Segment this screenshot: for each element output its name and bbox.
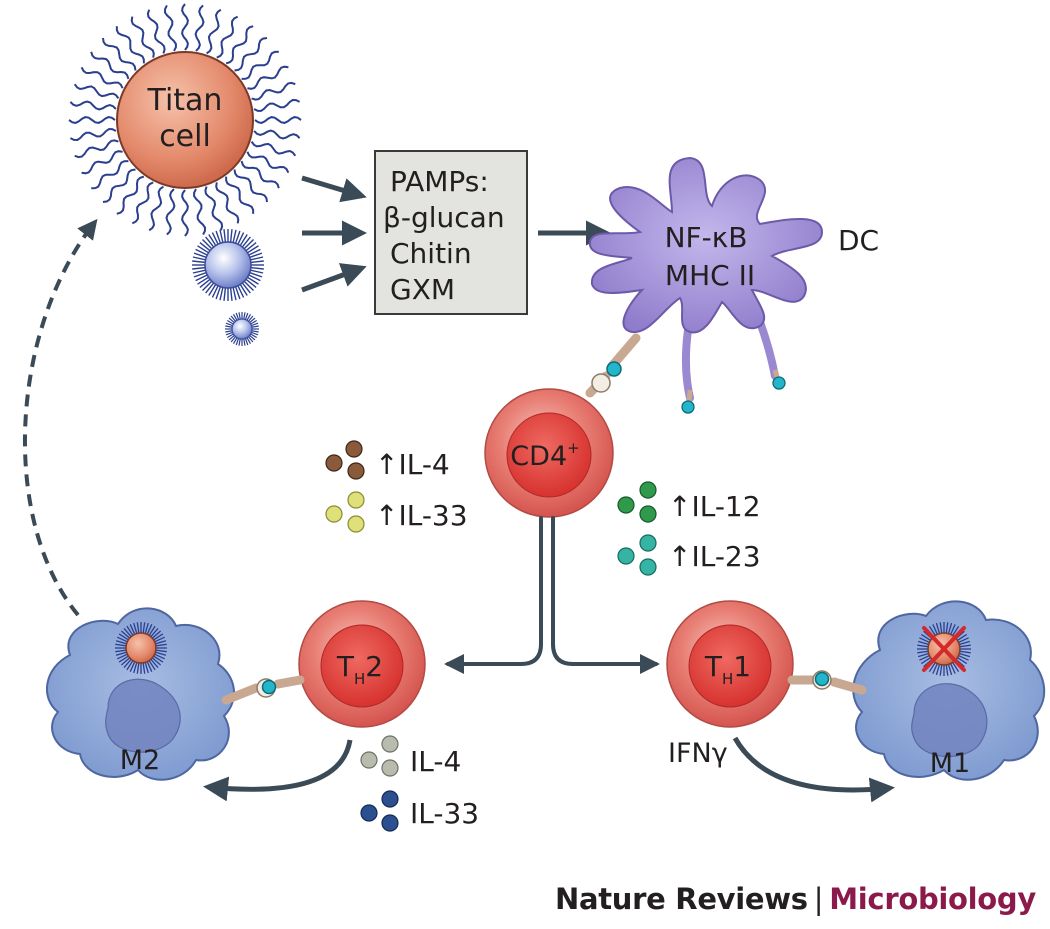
cytokine-label-il12-up: ↑IL-12	[668, 490, 761, 523]
small-cryptococcus	[225, 312, 259, 346]
cytokine-label-il33: IL-33	[410, 797, 479, 830]
cd4-label: CD4+	[510, 439, 579, 472]
arrows-to-pamps	[301, 175, 367, 293]
th2-m2-synapse	[221, 675, 305, 705]
cytokine-label-il4: IL-4	[410, 745, 461, 778]
cytokine-cluster-il4-up	[325, 440, 365, 480]
th1-m1-synapse	[787, 670, 867, 695]
journal-name: Nature Reviews	[554, 882, 808, 916]
cytokine-label-il23-up: ↑IL-23	[668, 540, 761, 573]
dc-cd4-synapse	[585, 333, 641, 398]
cytokine-label-il4-up: ↑IL-4	[375, 448, 450, 481]
titan-cell: Titan cell	[68, 3, 302, 237]
cytokine-cluster-il12-up	[617, 481, 657, 523]
pamps-item-chitin: Chitin	[390, 237, 472, 270]
pamps-item-beta-glucan: β-glucan	[383, 201, 505, 234]
dc-nfkb-label: NF-κB	[665, 221, 748, 254]
dashed-arrow-m2-to-titan	[22, 218, 98, 617]
pamps-box: PAMPs: β-glucan Chitin GXM	[374, 150, 528, 315]
m2-macrophage: M2	[45, 607, 236, 781]
th2-label: TH2	[336, 650, 383, 688]
m2-label: M2	[120, 745, 160, 776]
arrow-th2-to-m2	[203, 739, 353, 802]
cytokine-cluster-il33	[360, 790, 399, 832]
dc-label: DC	[838, 224, 879, 257]
cytokine-cluster-il4	[360, 735, 399, 777]
journal-separator: |	[813, 882, 824, 916]
titan-cell-label-2: cell	[159, 119, 211, 154]
m1-label: M1	[930, 748, 970, 779]
cytokine-cluster-il23-up	[617, 534, 657, 576]
dc-mhcii-label: MHC II	[665, 259, 755, 292]
titan-capsule	[68, 3, 302, 237]
pamps-title: PAMPs:	[390, 165, 489, 198]
differentiation-arrows	[444, 516, 660, 674]
th1-cell: TH1	[666, 600, 794, 728]
th1-label: TH1	[704, 650, 751, 688]
cytokine-cluster-il33-up	[325, 491, 365, 533]
pamps-item-gxm: GXM	[390, 273, 455, 306]
cytokine-label-il33-up: ↑IL-33	[375, 499, 468, 532]
cytokines-lower-left: IL-4 IL-33	[360, 735, 479, 832]
medium-cryptococcus	[192, 229, 264, 301]
journal-section: Microbiology	[829, 882, 1036, 916]
ifn-gamma-label: IFNγ	[668, 738, 728, 769]
m1-phagocytosed-yeast	[917, 622, 971, 676]
cytokines-upper-right: ↑IL-12 ↑IL-23	[617, 481, 761, 576]
journal-footer: Nature Reviews|Microbiology	[555, 882, 1036, 916]
arrow-th1-to-m1	[732, 736, 895, 803]
titan-cell-label-1: Titan	[147, 83, 223, 118]
cytokines-upper-left: ↑IL-4 ↑IL-33	[325, 440, 468, 533]
th2-cell: TH2	[298, 600, 426, 728]
m1-macrophage: M1	[852, 600, 1046, 781]
dendritic-cell: NF-κB MHC II DC	[585, 156, 879, 414]
m2-phagocytosed-yeast	[115, 622, 167, 674]
cd4-t-cell: CD4+	[484, 388, 614, 518]
killed-cross-icon	[922, 626, 966, 672]
